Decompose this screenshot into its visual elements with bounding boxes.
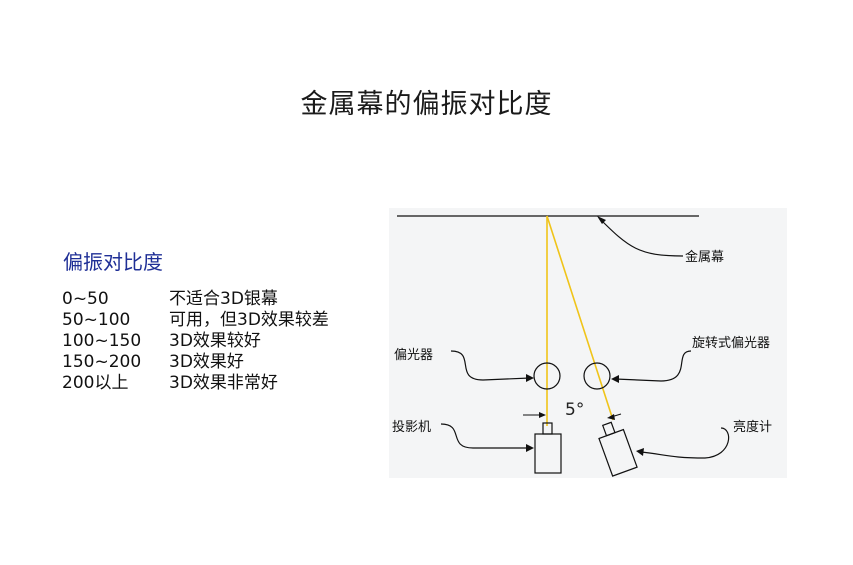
projector-leader <box>440 423 529 449</box>
luminance-meter-leader <box>639 427 730 459</box>
contrast-row: 150~200 3D效果好 <box>62 352 329 373</box>
contrast-description: 3D效果较好 <box>169 331 261 351</box>
contrast-range: 150~200 <box>62 352 142 372</box>
projector-body <box>534 433 562 474</box>
contrast-range: 200以上 <box>62 373 129 393</box>
polarizer-leader <box>450 350 531 381</box>
contrast-description: 不适合3D银幕 <box>169 289 278 309</box>
angle-label: 5° <box>565 400 585 420</box>
contrast-row: 0~50 不适合3D银幕 <box>62 289 329 310</box>
page-title: 金属幕的偏振对比度 <box>300 89 553 120</box>
projector-lens <box>542 422 553 435</box>
contrast-table: 0~50 不适合3D银幕 50~100 可用，但3D效果较差 100~150 3D效果… <box>62 289 329 394</box>
contrast-description: 3D效果非常好 <box>169 373 278 393</box>
measurement-diagram: 金属幕 偏光器 旋转式偏光器 投影机 亮度计 5° <box>389 208 787 478</box>
projector-label: 投影机 <box>392 420 432 435</box>
reflected-beam <box>546 215 614 421</box>
luminance-meter-label: 亮度计 <box>733 420 773 435</box>
rotating-polarizer-leader <box>614 350 692 382</box>
measurement-diagram-drawing <box>397 215 730 477</box>
contrast-description: 可用，但3D效果较差 <box>169 310 329 330</box>
contrast-heading: 偏振对比度 <box>63 250 163 274</box>
contrast-range: 0~50 <box>62 289 109 309</box>
screen-label: 金属幕 <box>685 250 725 265</box>
rotating-polarizer-symbol <box>583 362 611 390</box>
screen-leader <box>598 217 684 257</box>
contrast-row: 50~100 可用，但3D效果较差 <box>62 310 329 331</box>
luminance-meter-symbol <box>598 421 638 477</box>
contrast-row: 100~150 3D效果较好 <box>62 331 329 352</box>
contrast-range: 100~150 <box>62 331 142 351</box>
contrast-range: 50~100 <box>62 310 131 330</box>
contrast-description: 3D效果好 <box>169 352 244 372</box>
rotating-polarizer-label: 旋转式偏光器 <box>692 336 771 351</box>
polarizer-symbol <box>533 362 561 390</box>
contrast-row: 200以上 3D效果非常好 <box>62 373 329 394</box>
polarizer-label: 偏光器 <box>394 348 434 363</box>
